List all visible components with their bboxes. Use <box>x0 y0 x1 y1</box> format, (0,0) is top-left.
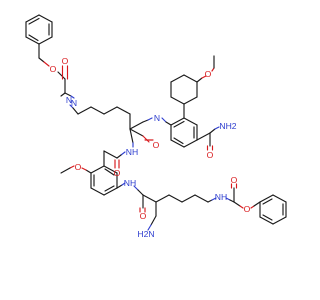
atom-label: O <box>62 56 69 66</box>
atom-label: O <box>114 168 121 178</box>
atom-label: O <box>231 175 238 185</box>
atom-label: O <box>75 162 82 172</box>
molecule-structure-diagram: O O N N O O O NH2 NH O O NH NH H2N O N O… <box>25 14 287 239</box>
molecule-canvas: O O N N O O O NH2 NH O O NH NH H2N O N O… <box>25 14 287 239</box>
atom-labels: O O N N O O O NH2 NH O O NH NH H2N O N O… <box>50 56 251 239</box>
methoxy-top <box>196 55 215 83</box>
anisole-ring-top <box>161 74 198 148</box>
cbz-carbamate-top <box>38 43 75 99</box>
methoxy-middle <box>60 165 92 174</box>
amide-link-lower <box>116 182 157 213</box>
atom-label: O <box>50 64 57 74</box>
benzamide-ring-middle <box>90 150 126 196</box>
atom-label: NH <box>124 178 136 188</box>
atom-label: NH2 <box>219 121 236 131</box>
cbz-carbamate-lower <box>225 183 261 209</box>
atom-label: O <box>153 140 160 150</box>
atom-label: H2N <box>137 229 154 239</box>
atom-label: N <box>66 95 72 105</box>
atom-label: NH <box>215 192 227 202</box>
atom-label: O <box>140 211 147 221</box>
atom-label: N <box>154 113 160 123</box>
benzyl-ring-lower <box>259 194 287 225</box>
benzyl-ring-top <box>25 14 53 45</box>
atom-label: O <box>207 150 214 160</box>
lysine-chain-lower <box>147 194 217 231</box>
carboxamide-top <box>196 126 220 151</box>
atom-label: O <box>205 69 212 79</box>
atom-label: N <box>71 98 77 108</box>
lysine-backbone-top <box>129 113 154 148</box>
atom-label: NH <box>126 147 138 157</box>
atom-label: O <box>244 204 251 214</box>
lysine-side-chain-top <box>69 104 131 115</box>
